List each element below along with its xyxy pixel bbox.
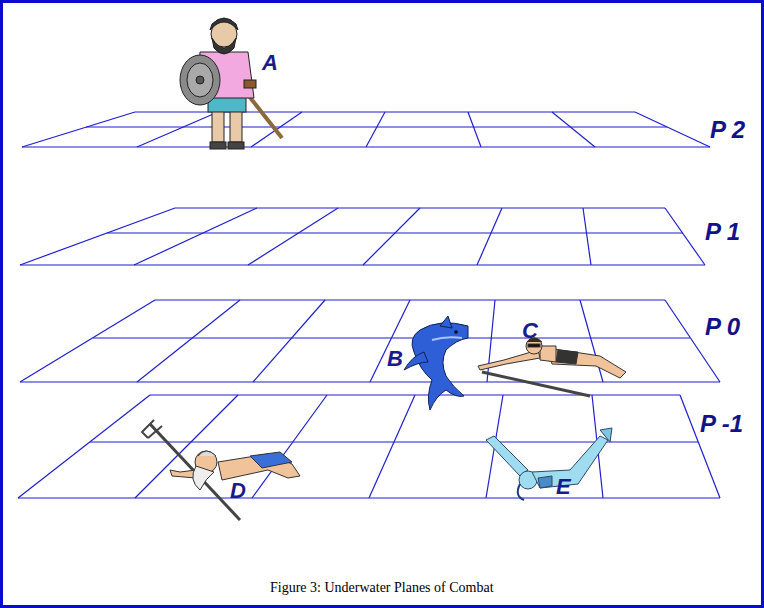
plane-grid <box>22 112 710 147</box>
swimmer-figure <box>478 338 626 396</box>
plane-grid <box>18 395 720 498</box>
figure-label: D <box>230 478 246 504</box>
plane-label: P -1 <box>700 410 743 438</box>
figure-label: B <box>387 346 403 372</box>
plane-label: P 2 <box>710 116 745 144</box>
figure-label: C <box>522 318 538 344</box>
plane-label: P 0 <box>705 313 740 341</box>
plane-label: P 1 <box>705 218 740 246</box>
mermaid-figure <box>486 428 612 500</box>
plane-grid <box>20 300 720 382</box>
merman-figure <box>142 420 300 520</box>
figure-label: E <box>556 474 571 500</box>
figure-label: A <box>262 50 278 76</box>
shark-figure <box>404 316 468 410</box>
warrior-figure <box>180 18 282 149</box>
plane-grid <box>20 208 705 265</box>
figure-caption: Figure 3: Underwater Planes of Combat <box>270 580 494 596</box>
